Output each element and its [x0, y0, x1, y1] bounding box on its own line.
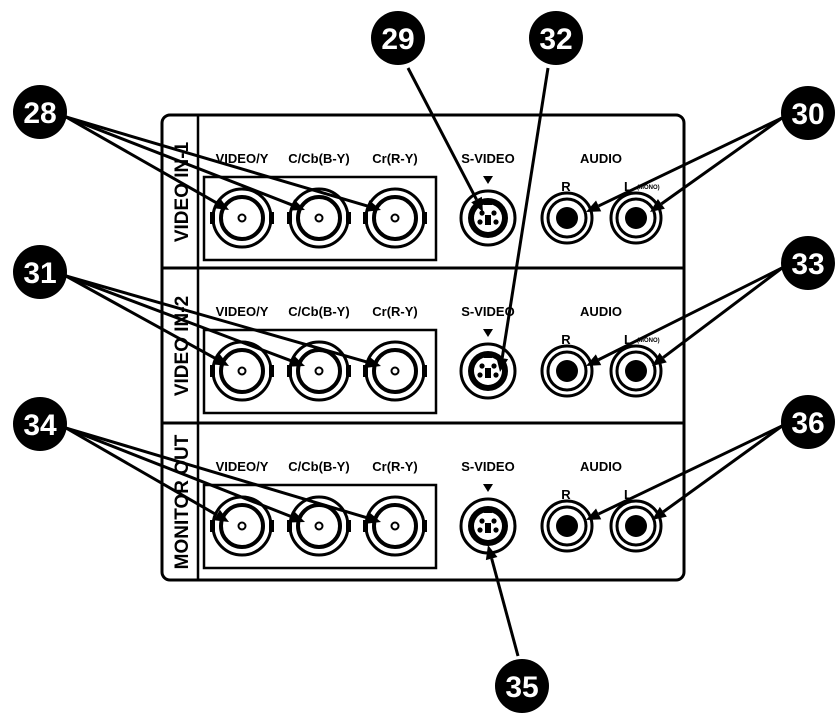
callout-33: 33: [781, 236, 835, 290]
section-monitor-out: VIDEO/Y C/Cb(B-Y) Cr(R-Y) S-VIDEO AUDIO R L: [202, 459, 663, 570]
callout-35: 35: [495, 659, 549, 713]
bnc-label: VIDEO/Y: [216, 459, 269, 474]
triangle-marker-icon: [483, 176, 493, 184]
bnc-connector-icon: [210, 187, 274, 249]
side-label-video-in-1: VIDEO IN-1: [172, 141, 193, 242]
bnc-connector-icon: [363, 340, 427, 402]
callout-number: 31: [23, 257, 56, 290]
svideo-label: S-VIDEO: [461, 459, 514, 474]
bnc-label: C/Cb(B-Y): [288, 304, 349, 319]
rca-jack-icon: [609, 499, 663, 553]
callout-number: 36: [791, 407, 824, 440]
bnc-connector-icon: [210, 340, 274, 402]
leader-arrow: [496, 67, 550, 372]
audio-r-label: R: [561, 487, 571, 502]
bnc-connector-icon: [287, 340, 351, 402]
callout-number: 30: [791, 98, 824, 131]
audio-label: AUDIO: [580, 151, 622, 166]
bnc-label: Cr(R-Y): [372, 459, 418, 474]
callout-31: 31: [13, 245, 67, 299]
mono-note: (MONO): [637, 338, 660, 344]
mono-note: (MONO): [637, 185, 660, 191]
leader-arrow: [652, 266, 783, 366]
triangle-marker-icon: [483, 329, 493, 337]
leader-lines: [65, 67, 783, 657]
audio-l-label: L: [624, 487, 632, 502]
callouts: 28 29 30 31 32 33 34 35 36: [13, 11, 835, 713]
bnc-group-box: [202, 483, 438, 570]
callout-29: 29: [371, 11, 425, 65]
callout-number: 35: [505, 671, 538, 704]
rca-jack-icon: [609, 191, 663, 245]
rca-jack-icon: [540, 191, 594, 245]
audio-r-label: R: [561, 179, 571, 194]
panel-outline: [160, 113, 686, 582]
bnc-connector-icon: [363, 187, 427, 249]
leader-arrow: [586, 266, 783, 366]
bnc-label: Cr(R-Y): [372, 151, 418, 166]
rca-jack-icon: [540, 344, 594, 398]
bnc-connector-icon: [210, 495, 274, 557]
bnc-group-box: [202, 175, 438, 262]
leader-arrow: [65, 426, 381, 524]
callout-34: 34: [13, 397, 67, 451]
callout-number: 32: [539, 23, 572, 56]
leader-arrow: [586, 424, 783, 520]
svideo-label: S-VIDEO: [461, 304, 514, 319]
leader-arrow: [65, 115, 305, 211]
audio-label: AUDIO: [580, 459, 622, 474]
leader-arrow: [65, 115, 381, 212]
svideo-connector-icon: [459, 189, 517, 247]
leader-arrow: [586, 116, 783, 212]
callout-36: 36: [781, 395, 835, 449]
bnc-connector-icon: [363, 495, 427, 557]
audio-r-label: R: [561, 332, 571, 347]
callout-30: 30: [781, 86, 835, 140]
svideo-connector-icon: [459, 497, 517, 555]
section-video-in-1: VIDEO/Y C/Cb(B-Y) Cr(R-Y) S-VIDEO AUDIO R L (MO…: [202, 151, 663, 262]
bnc-label: VIDEO/Y: [216, 304, 269, 319]
leader-arrow: [65, 274, 229, 366]
audio-l-label: L: [624, 332, 632, 347]
callout-number: 28: [23, 97, 56, 130]
callout-number: 34: [23, 409, 57, 442]
triangle-marker-icon: [483, 484, 493, 492]
leader-arrow: [65, 115, 229, 210]
leader-arrow: [65, 426, 305, 523]
bnc-label: Cr(R-Y): [372, 304, 418, 319]
bnc-label: C/Cb(B-Y): [288, 459, 349, 474]
bnc-connector-icon: [287, 495, 351, 557]
svideo-connector-icon: [459, 342, 517, 400]
side-label-monitor-out: MONITOR OUT: [172, 434, 193, 569]
rca-jack-icon: [609, 344, 663, 398]
svideo-label: S-VIDEO: [461, 151, 514, 166]
audio-l-label: L: [624, 179, 632, 194]
bnc-label: VIDEO/Y: [216, 151, 269, 166]
bnc-label: C/Cb(B-Y): [288, 151, 349, 166]
leader-arrow: [650, 116, 783, 212]
leader-arrow: [406, 67, 483, 212]
leader-arrow: [65, 274, 305, 367]
leader-arrow: [65, 426, 229, 522]
callout-28: 28: [13, 85, 67, 139]
leader-arrow: [65, 274, 381, 368]
callout-number: 33: [791, 248, 824, 281]
audio-label: AUDIO: [580, 304, 622, 319]
bnc-connector-icon: [287, 187, 351, 249]
bnc-group-box: [202, 328, 438, 415]
leader-arrow: [652, 424, 783, 520]
rca-jack-icon: [540, 499, 594, 553]
callout-number: 29: [381, 23, 414, 56]
section-video-in-2: VIDEO/Y C/Cb(B-Y) Cr(R-Y) S-VIDEO AUDIO R L (MO…: [202, 304, 663, 415]
leader-arrow: [485, 545, 520, 657]
callout-32: 32: [529, 11, 583, 65]
